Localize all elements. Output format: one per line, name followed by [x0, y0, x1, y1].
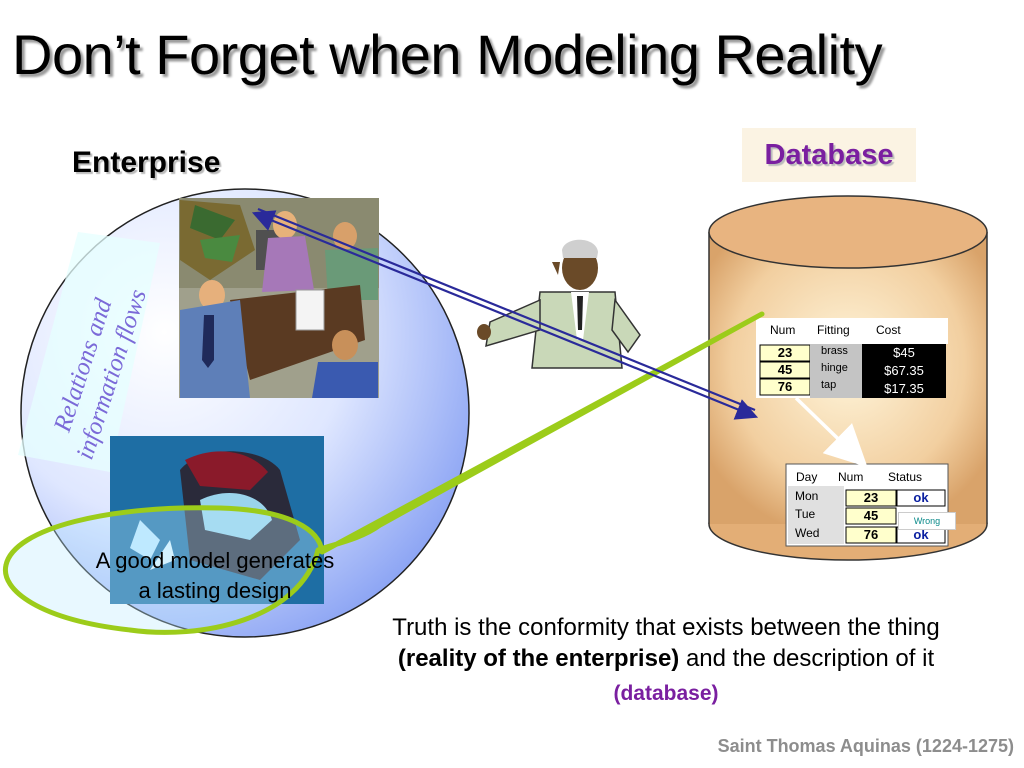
table1-num-cell: 76 — [777, 379, 793, 394]
database-label: Database — [742, 128, 916, 182]
table2-num-cell: 45 — [863, 508, 879, 523]
table1-cost-cell: $67.35 — [884, 363, 924, 378]
model-text: A good model generates a lasting design — [95, 548, 335, 603]
slide-title: Don’t Forget when Modeling Reality — [12, 23, 883, 86]
table2-day-cell: Mon — [795, 489, 819, 503]
businessman-clipart — [477, 239, 641, 369]
table2-status-cell: ok — [913, 490, 929, 505]
table2-num-cell: 76 — [863, 527, 879, 542]
table1-cost-cell: $45 — [893, 345, 915, 360]
fittings-table — [756, 318, 948, 398]
truth-bold-part: (reality of the enterprise) — [397, 645, 680, 672]
table2-status-cell: ok — [913, 527, 929, 542]
table2-day-cell: Tue — [795, 507, 816, 521]
table2-header-status: Status — [888, 470, 923, 484]
table1-header-fitting: Fitting — [817, 323, 850, 337]
table1-num-cell: 23 — [777, 345, 793, 360]
truth-db-part: (database) — [613, 682, 719, 705]
status-table — [785, 463, 949, 547]
enterprise-label: Enterprise — [72, 146, 221, 179]
truth-line1: Truth is the conformity that exists betw… — [392, 614, 940, 641]
table1-header-num: Num — [770, 323, 796, 337]
table1-header-cost: Cost — [876, 323, 901, 337]
meeting-clipart — [179, 198, 379, 398]
table2-header-num: Num — [838, 470, 864, 484]
table1-num-cell: 45 — [777, 362, 793, 377]
truth-line2-rest: and the description of it — [679, 645, 935, 672]
table1-fitting-cell: tap — [821, 379, 837, 391]
truth-quote: Truth is the conformity that exists betw… — [334, 612, 998, 709]
table1-fitting-cell: brass — [821, 345, 848, 357]
table2-day-cell: Wed — [795, 526, 820, 540]
table1-fitting-cell: hinge — [821, 362, 848, 374]
wrong-badge: Wrong — [898, 512, 956, 530]
table2-num-cell: 23 — [863, 490, 879, 505]
footer-attribution: Saint Thomas Aquinas (1224-1275) — [717, 736, 1014, 756]
table2-header-day: Day — [796, 470, 818, 484]
table1-cost-cell: $17.35 — [884, 381, 924, 396]
truth-line2: (reality of the enterprise) and the desc… — [334, 643, 998, 674]
